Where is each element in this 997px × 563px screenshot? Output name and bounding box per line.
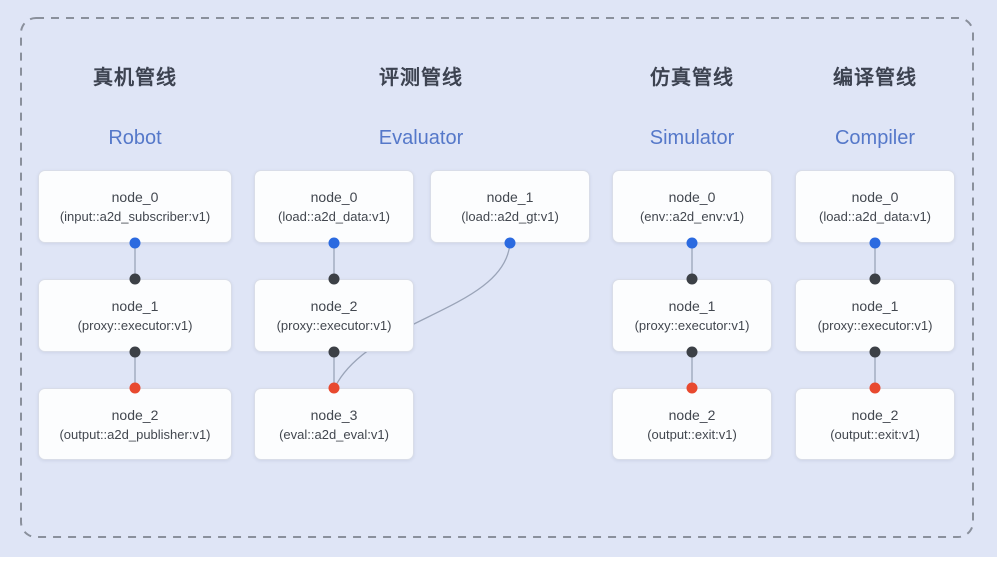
port-dot-red (686, 382, 698, 394)
port-dot-blue (129, 237, 141, 249)
node-subtitle: (load::a2d_data:v1) (277, 209, 391, 224)
node-title: node_0 (668, 189, 716, 205)
node-box-simulator-0: node_0 (env::a2d_env:v1) (612, 170, 772, 243)
node-title: node_1 (111, 298, 159, 314)
node-box-evaluator-3: node_3 (eval::a2d_eval:v1) (254, 388, 414, 460)
port-dot-black (129, 346, 141, 358)
node-title: node_1 (486, 189, 534, 205)
pipeline-title-cn-robot: 真机管线 (93, 67, 177, 89)
port-dot-blue (686, 237, 698, 249)
node-subtitle: (load::a2d_gt:v1) (461, 209, 559, 224)
pipeline-title-cn-simulator: 仿真管线 (650, 67, 734, 89)
node-box-compiler-2: node_2 (output::exit:v1) (795, 388, 955, 460)
dashed-group-border (20, 17, 974, 538)
node-box-compiler-0: node_0 (load::a2d_data:v1) (795, 170, 955, 243)
node-subtitle: (proxy::executor:v1) (817, 318, 933, 333)
node-box-evaluator-1: node_1 (load::a2d_gt:v1) (430, 170, 590, 243)
edge-eval-n1-n3-curve (334, 242, 511, 388)
port-dot-red (328, 382, 340, 394)
port-dot-black (869, 273, 881, 285)
node-title: node_3 (310, 406, 358, 423)
node-box-simulator-2: node_2 (output::exit:v1) (612, 388, 772, 460)
node-subtitle: (proxy::executor:v1) (77, 318, 193, 333)
node-title: node_2 (668, 406, 716, 423)
node-subtitle: (output::exit:v1) (830, 426, 920, 442)
node-subtitle: (eval::a2d_eval:v1) (279, 426, 389, 442)
port-dot-black (686, 273, 698, 285)
port-dot-black (686, 346, 698, 358)
port-dot-black (129, 273, 141, 285)
port-dot-black (328, 273, 340, 285)
port-dot-red (869, 382, 881, 394)
pipeline-title-en-evaluator: Evaluator (378, 127, 464, 149)
node-title: node_0 (310, 189, 358, 205)
node-title: node_1 (851, 298, 899, 314)
port-dot-black (328, 346, 340, 358)
node-title: node_0 (851, 189, 899, 205)
node-subtitle: (load::a2d_data:v1) (818, 209, 932, 224)
port-dot-black (869, 346, 881, 358)
pipeline-title-cn-compiler: 编译管线 (833, 67, 917, 89)
port-dot-blue (328, 237, 340, 249)
node-subtitle: (input::a2d_subscriber:v1) (59, 209, 211, 224)
bottom-white-strip (0, 557, 997, 563)
port-dot-blue (504, 237, 516, 249)
node-box-robot-2: node_2 (output::a2d_publisher:v1) (38, 388, 232, 460)
node-title: node_2 (851, 406, 899, 423)
node-subtitle: (output::exit:v1) (647, 426, 737, 442)
pipeline-title-en-robot: Robot (108, 127, 162, 149)
node-box-simulator-1: node_1 (proxy::executor:v1) (612, 279, 772, 352)
node-subtitle: (env::a2d_env:v1) (639, 209, 745, 224)
pipeline-title-en-compiler: Compiler (834, 127, 916, 149)
node-subtitle: (output::a2d_publisher:v1) (59, 426, 211, 442)
node-title: node_1 (668, 298, 716, 314)
node-box-evaluator-2: node_2 (proxy::executor:v1) (254, 279, 414, 352)
node-title: node_0 (111, 189, 159, 205)
node-subtitle: (proxy::executor:v1) (634, 318, 750, 333)
pipeline-title-cn-evaluator: 评测管线 (379, 67, 463, 89)
node-box-compiler-1: node_1 (proxy::executor:v1) (795, 279, 955, 352)
port-dot-red (129, 382, 141, 394)
node-title: node_2 (310, 298, 358, 314)
pipeline-title-en-simulator: Simulator (649, 127, 735, 149)
node-subtitle: (proxy::executor:v1) (276, 318, 392, 333)
node-title: node_2 (111, 406, 159, 423)
node-box-evaluator-0: node_0 (load::a2d_data:v1) (254, 170, 414, 243)
node-box-robot-1: node_1 (proxy::executor:v1) (38, 279, 232, 352)
port-dot-blue (869, 237, 881, 249)
node-box-robot-0: node_0 (input::a2d_subscriber:v1) (38, 170, 232, 243)
